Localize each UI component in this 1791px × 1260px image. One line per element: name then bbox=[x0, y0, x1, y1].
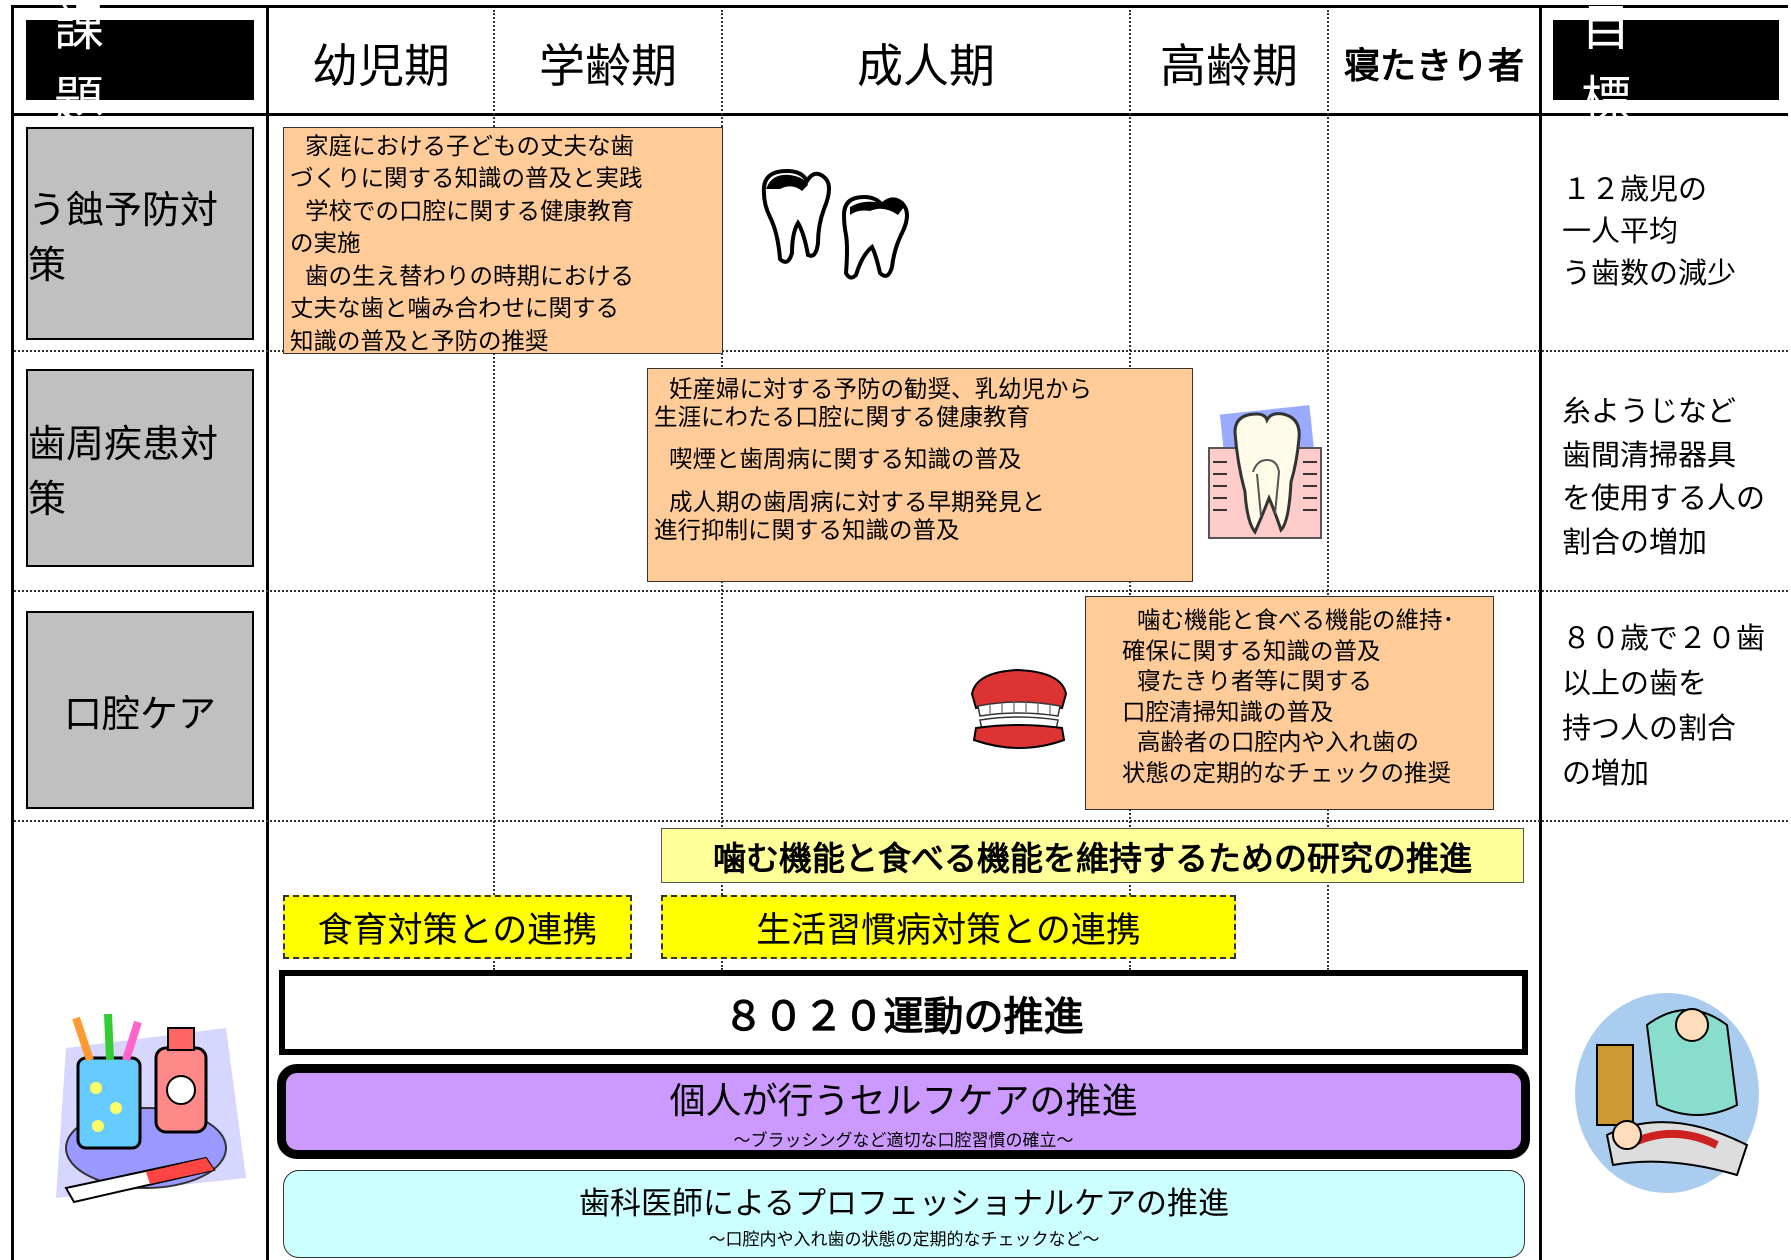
row-label-caries: う蝕予防対策 bbox=[26, 127, 254, 340]
column-header-adult: 成人期 bbox=[857, 38, 995, 93]
goal-line: の増加 bbox=[1562, 755, 1650, 790]
professional-care-bar: 歯科医師によるプロフェッショナルケアの推進 ～口腔内や入れ歯の状態の定期的なチェ… bbox=[283, 1170, 1525, 1258]
movement-8020-bar: ８０２０運動の推進 bbox=[279, 970, 1528, 1055]
goal-line: 以上の歯を bbox=[1562, 665, 1708, 700]
oral-care-goal: ８０歳で２０歯 以上の歯を 持つ人の割合 の増加 bbox=[1562, 616, 1787, 796]
measure-line bbox=[654, 474, 1186, 488]
column-header-school-age: 学齢期 bbox=[539, 38, 677, 93]
frame-left bbox=[11, 5, 14, 1260]
column-header-elderly: 高齢期 bbox=[1160, 38, 1298, 93]
measure-line: 生涯にわたる口腔に関する健康教育 bbox=[654, 403, 1030, 432]
measure-line: 状態の定期的なチェックの推奨 bbox=[1122, 758, 1451, 787]
dentures-icon bbox=[966, 664, 1072, 754]
periodontal-measures-box: 妊産婦に対する予防の勧奨、乳幼児から 生涯にわたる口腔に関する健康教育 喫煙と歯… bbox=[647, 368, 1193, 582]
dentist-icon bbox=[1567, 985, 1767, 1195]
measure-line: 進行抑制に関する知識の普及 bbox=[654, 515, 960, 544]
frame-divider-left bbox=[266, 5, 269, 1260]
measure-line bbox=[654, 431, 1186, 445]
measure-line: 喫煙と歯周病に関する知識の普及 bbox=[654, 445, 1022, 474]
measure-line: づくりに関する知識の普及と実践 bbox=[290, 164, 643, 193]
row-divider-1 bbox=[14, 350, 1788, 352]
row-label-periodontal: 歯周疾患対策 bbox=[26, 369, 254, 567]
goal-line: 割合の増加 bbox=[1562, 524, 1708, 559]
oral-care-measures-box: 噛む機能と食べる機能の維持･ 確保に関する知識の普及 寝たきり者等に関する 口腔… bbox=[1085, 596, 1494, 810]
goal-line: ８０歳で２０歯 bbox=[1562, 621, 1766, 655]
frame-divider-right bbox=[1539, 5, 1542, 1260]
selfcare-bar: 個人が行うセルフケアの推進 ～ブラッシングなど適切な口腔習慣の確立～ bbox=[277, 1064, 1530, 1159]
row-label-oral-care: 口腔ケア bbox=[26, 611, 254, 809]
goal-line: う歯数の減少 bbox=[1562, 256, 1737, 291]
measure-line: 口腔清掃知識の普及 bbox=[1122, 697, 1334, 726]
goal-line: 持つ人の割合 bbox=[1562, 710, 1737, 745]
goal-line: 一人平均 bbox=[1562, 214, 1679, 249]
column-header-infant: 幼児期 bbox=[312, 38, 450, 93]
tooth-cross-section-icon bbox=[1205, 402, 1327, 544]
col-divider-4 bbox=[1327, 10, 1329, 970]
caries-measures-box: 家庭における子どもの丈夫な歯 づくりに関する知識の普及と実践 学校での口腔に関す… bbox=[283, 127, 723, 355]
research-promotion-box: 噛む機能と食べる機能を維持するための研究の推進 bbox=[661, 828, 1524, 883]
column-header-bedridden: 寝たきり者 bbox=[1343, 45, 1524, 87]
measure-line: の実施 bbox=[290, 229, 361, 258]
measure-line: 妊産婦に対する予防の勧奨、乳幼児から bbox=[654, 375, 1092, 403]
col-divider-1 bbox=[493, 10, 495, 970]
measure-line: 寝たきり者等に関する bbox=[1122, 667, 1372, 696]
frame-top bbox=[11, 5, 1788, 8]
goal-header: 目 標 bbox=[1553, 0, 1779, 129]
teeth-icon bbox=[752, 163, 922, 283]
measure-line: 歯の生え替わりの時期における bbox=[290, 261, 634, 290]
professional-care-subtitle: ～口腔内や入れ歯の状態の定期的なチェックなど～ bbox=[708, 1230, 1100, 1250]
toothbrush-cup-icon bbox=[46, 1008, 251, 1210]
row-divider-3 bbox=[14, 820, 1788, 822]
professional-care-title: 歯科医師によるプロフェッショナルケアの推進 bbox=[578, 1186, 1230, 1222]
goal-line: １２歳児の bbox=[1562, 172, 1708, 206]
measure-line: 噛む機能と食べる機能の維持･ bbox=[1122, 606, 1455, 634]
selfcare-subtitle: ～ブラッシングなど適切な口腔習慣の確立～ bbox=[733, 1131, 1074, 1151]
measure-line: 家庭における子どもの丈夫な歯 bbox=[290, 132, 634, 160]
goal-line: 糸ようじなど bbox=[1562, 394, 1737, 428]
goal-line: を使用する人の bbox=[1562, 481, 1766, 515]
selfcare-title: 個人が行うセルフケアの推進 bbox=[669, 1081, 1138, 1122]
lifestyle-disease-link-box: 生活習慣病対策との連携 bbox=[661, 895, 1236, 959]
measure-line: 確保に関する知識の普及 bbox=[1122, 636, 1381, 665]
shokuiku-link-box: 食育対策との連携 bbox=[283, 895, 632, 959]
measure-line: 知識の普及と予防の推奨 bbox=[290, 326, 549, 355]
measure-line: 成人期の歯周病に対する早期発見と bbox=[654, 487, 1045, 516]
caries-goal: １２歳児の 一人平均 う歯数の減少 bbox=[1562, 168, 1782, 294]
measure-line: 学校での口腔に関する健康教育 bbox=[290, 196, 634, 225]
row-divider-2 bbox=[14, 590, 1788, 592]
measure-line: 丈夫な歯と噛み合わせに関する bbox=[290, 294, 619, 323]
measure-line: 高齢者の口腔内や入れ歯の bbox=[1122, 728, 1419, 757]
issue-header: 課 題 bbox=[26, 0, 254, 129]
periodontal-goal: 糸ようじなど 歯間清掃器具 を使用する人の 割合の増加 bbox=[1562, 390, 1787, 564]
goal-line: 歯間清掃器具 bbox=[1562, 437, 1737, 472]
frame-header-bottom bbox=[11, 113, 1788, 116]
